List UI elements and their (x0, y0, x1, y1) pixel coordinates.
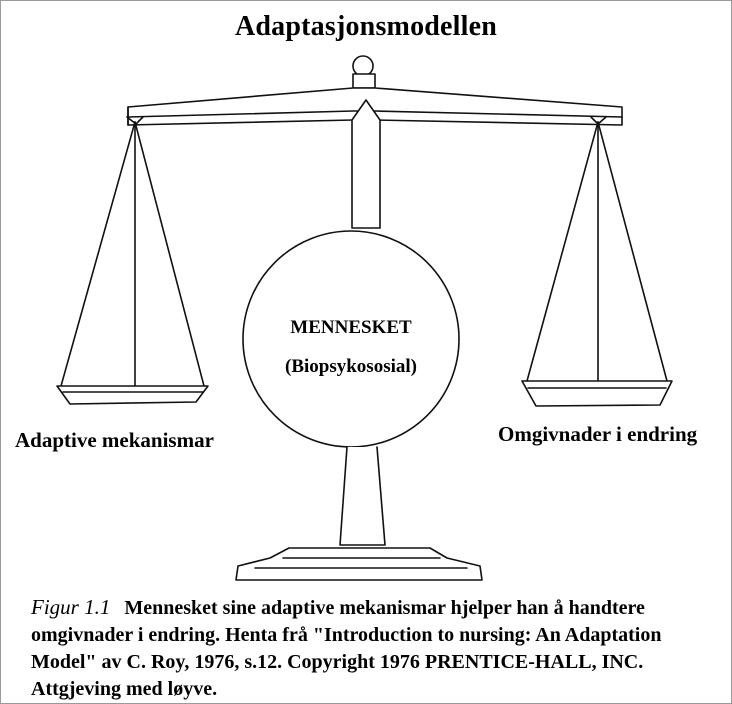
diagram-title: Adaptasjonsmodellen (234, 11, 498, 42)
right-pan (521, 121, 673, 407)
center-body-circle (242, 230, 460, 448)
right-pan-label: Omgivnader i endring (498, 422, 698, 446)
center-label-mennesket: MENNESKET (290, 317, 412, 338)
base-stem (339, 446, 386, 546)
caption-text: Mennesket sine adaptive mekanismar hjelp… (31, 597, 662, 700)
top-knob (352, 55, 376, 89)
center-label-biopsykososial: (Biopsykososial) (285, 356, 417, 377)
scale-base (235, 547, 483, 581)
figure-number: Figur 1.1 (31, 595, 111, 619)
central-pillar (351, 99, 381, 229)
left-pan-label: Adaptive mekanismar (15, 428, 214, 452)
left-pan (56, 121, 209, 405)
